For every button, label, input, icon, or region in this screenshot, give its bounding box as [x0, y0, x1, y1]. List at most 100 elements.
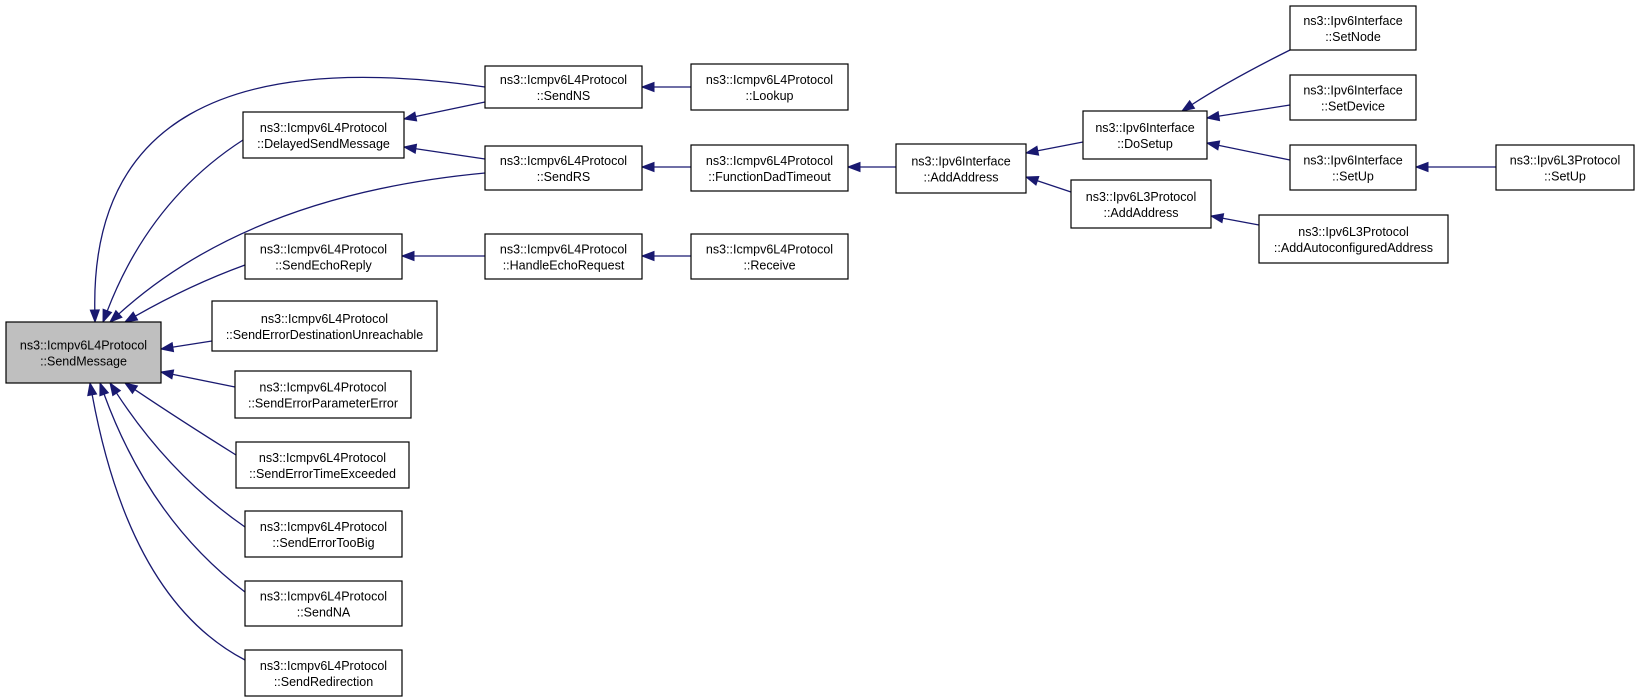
node-label-method: ::SetDevice: [1321, 100, 1385, 114]
node-handle-echo-request[interactable]: ns3::Icmpv6L4Protocol::HandleEchoRequest: [484, 233, 643, 280]
edge-line: [106, 139, 244, 312]
node-label-class: ns3::Icmpv6L4Protocol: [259, 451, 386, 465]
node-label-method: ::DelayedSendMessage: [257, 137, 390, 151]
node-ipv6if-add-address[interactable]: ns3::Ipv6Interface::AddAddress: [895, 143, 1027, 194]
node-label-class: ns3::Icmpv6L4Protocol: [260, 520, 387, 534]
node-label-method: ::SendEchoReply: [275, 259, 372, 273]
node-box: [244, 580, 403, 627]
edge-line: [118, 172, 486, 315]
edge-do_setup-to-ipv6if_add_address: [1024, 141, 1084, 156]
node-send-error-time-exceeded[interactable]: ns3::Icmpv6L4Protocol::SendErrorTimeExce…: [235, 441, 410, 489]
node-label-method: ::SetUp: [1544, 170, 1586, 184]
node-box: [244, 233, 403, 280]
edge-line: [1037, 141, 1084, 152]
node-label-class: ns3::Icmpv6L4Protocol: [260, 121, 387, 135]
edge-handle_echo_request-to-send_echo_reply: [400, 250, 485, 262]
edge-l3_set_up-to-set_up: [1414, 161, 1496, 173]
node-send-na[interactable]: ns3::Icmpv6L4Protocol::SendNA: [244, 580, 403, 627]
arrowhead-icon: [159, 369, 175, 380]
node-label-class: ns3::Icmpv6L4Protocol: [259, 381, 386, 395]
node-l3-set-up[interactable]: ns3::Ipv6L3Protocol::SetUp: [1495, 144, 1635, 191]
node-l3-add-address[interactable]: ns3::Ipv6L3Protocol::AddAddress: [1070, 179, 1212, 229]
node-label-method: ::SendErrorTimeExceeded: [249, 467, 396, 481]
node-set-up[interactable]: ns3::Ipv6Interface::SetUp: [1289, 144, 1417, 191]
node-send-error-destination-unreachable[interactable]: ns3::Icmpv6L4Protocol::SendErrorDestinat…: [211, 300, 438, 352]
node-label-method: ::SendRS: [537, 170, 591, 184]
node-send-redirection[interactable]: ns3::Icmpv6L4Protocol::SendRedirection: [244, 649, 403, 697]
node-label-class: ns3::Icmpv6L4Protocol: [706, 243, 833, 257]
edge-set_up-to-do_setup: [1205, 140, 1291, 161]
node-box: [1289, 144, 1417, 191]
node-delayed-send-message[interactable]: ns3::Icmpv6L4Protocol::DelayedSendMessag…: [242, 111, 405, 159]
node-label-method: ::AddAutoconfiguredAddress: [1274, 241, 1433, 255]
arrowhead-icon: [99, 381, 110, 397]
edge-lookup-to-send_ns: [640, 81, 691, 93]
node-label-class: ns3::Ipv6L3Protocol: [1086, 190, 1197, 204]
edge-send_error_parameter_error-to-send_message: [159, 369, 236, 388]
node-label-method: ::SendErrorDestinationUnreachable: [226, 328, 423, 342]
node-do-setup[interactable]: ns3::Ipv6Interface::DoSetup: [1082, 110, 1208, 160]
node-send-error-too-big[interactable]: ns3::Icmpv6L4Protocol::SendErrorTooBig: [244, 510, 403, 558]
edge-line: [1191, 49, 1291, 106]
node-label-method: ::SendMessage: [40, 355, 127, 369]
node-send-echo-reply[interactable]: ns3::Icmpv6L4Protocol::SendEchoReply: [244, 233, 403, 280]
edge-send_error_too_big-to-send_message: [109, 381, 246, 528]
edge-send_echo_reply-to-send_message: [123, 264, 246, 323]
node-label-method: ::HandleEchoRequest: [503, 259, 625, 273]
node-box: [244, 649, 403, 697]
node-label-class: ns3::Icmpv6L4Protocol: [260, 590, 387, 604]
node-set-node[interactable]: ns3::Ipv6Interface::SetNode: [1289, 5, 1417, 51]
edge-send_error_time_exceeded-to-send_message: [123, 382, 237, 456]
edge-line: [135, 264, 246, 317]
edge-line: [172, 373, 236, 388]
node-lookup[interactable]: ns3::Icmpv6L4Protocol::Lookup: [690, 63, 849, 111]
arrowhead-icon: [123, 382, 139, 395]
edge-line: [103, 394, 246, 593]
node-send-ns[interactable]: ns3::Icmpv6L4Protocol::SendNS: [484, 65, 643, 109]
node-label-method: ::SendErrorParameterError: [248, 397, 398, 411]
node-label-method: ::AddAddress: [1103, 206, 1178, 220]
edge-line: [415, 101, 486, 118]
edge-line: [172, 340, 213, 348]
node-box: [242, 111, 405, 159]
edge-line: [1222, 217, 1260, 226]
node-label-method: ::SendErrorTooBig: [272, 536, 374, 550]
node-box: [1082, 110, 1208, 160]
node-label-class: ns3::Ipv6Interface: [911, 155, 1010, 169]
node-function-dad-timeout[interactable]: ns3::Icmpv6L4Protocol::FunctionDadTimeou…: [690, 144, 849, 192]
edge-send_error_destination_unreachable-to-send_message: [159, 340, 213, 353]
node-box: [484, 65, 643, 109]
node-add-autoconfigured-address[interactable]: ns3::Ipv6L3Protocol::AddAutoconfiguredAd…: [1258, 214, 1449, 264]
edge-send_ns-to-delayed_send_message: [402, 101, 486, 122]
node-label-class: ns3::Ipv6L3Protocol: [1510, 154, 1621, 168]
edge-ipv6if_add_address-to-function_dad_timeout: [846, 161, 896, 173]
edges-layer: [87, 49, 1496, 661]
arrowhead-icon: [1209, 213, 1225, 224]
node-send-message[interactable]: ns3::Icmpv6L4Protocol::SendMessage: [5, 321, 162, 384]
arrowhead-icon: [89, 309, 101, 324]
node-set-device[interactable]: ns3::Ipv6Interface::SetDevice: [1289, 74, 1417, 121]
node-receive[interactable]: ns3::Icmpv6L4Protocol::Receive: [690, 233, 849, 280]
edge-line: [116, 392, 246, 528]
node-label-method: ::AddAddress: [923, 171, 998, 185]
node-label-class: ns3::Ipv6Interface: [1303, 84, 1402, 98]
node-label-class: ns3::Icmpv6L4Protocol: [706, 73, 833, 87]
arrowhead-icon: [400, 250, 415, 262]
node-box: [690, 63, 849, 111]
node-send-error-parameter-error[interactable]: ns3::Icmpv6L4Protocol::SendErrorParamete…: [234, 370, 412, 419]
node-label-class: ns3::Ipv6Interface: [1095, 121, 1194, 135]
node-label-class: ns3::Icmpv6L4Protocol: [260, 659, 387, 673]
node-label-class: ns3::Icmpv6L4Protocol: [500, 243, 627, 257]
node-label-class: ns3::Icmpv6L4Protocol: [500, 154, 627, 168]
node-label-class: ns3::Icmpv6L4Protocol: [20, 339, 147, 353]
node-send-rs[interactable]: ns3::Icmpv6L4Protocol::SendRS: [484, 145, 643, 191]
arrowhead-icon: [1205, 140, 1221, 151]
node-box: [234, 370, 412, 419]
node-label-class: ns3::Ipv6L3Protocol: [1298, 225, 1409, 239]
arrowhead-icon: [1414, 161, 1429, 173]
node-label-method: ::DoSetup: [1117, 137, 1173, 151]
edge-line: [134, 389, 237, 456]
nodes-layer: ns3::Icmpv6L4Protocol::SendMessagens3::I…: [5, 5, 1635, 697]
node-label-method: ::SendRedirection: [274, 675, 373, 689]
arrowhead-icon: [640, 161, 655, 173]
